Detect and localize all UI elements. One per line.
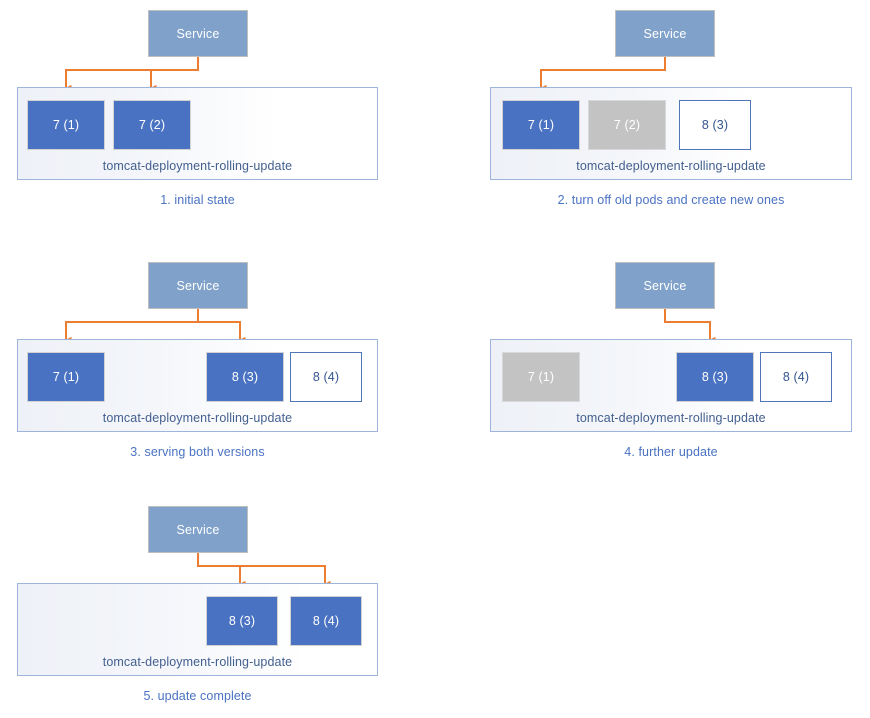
pod-7-2[interactable]: 7 (2) — [113, 100, 191, 150]
pod-7-2[interactable]: 7 (2) — [588, 100, 666, 150]
pod-7-1[interactable]: 7 (1) — [27, 100, 105, 150]
service-box[interactable]: Service — [615, 262, 715, 309]
panel-2-caption: 2. turn off old pods and create new ones — [557, 193, 785, 207]
pod-8-3[interactable]: 8 (3) — [206, 596, 278, 646]
deployment-label: tomcat-deployment-rolling-update — [102, 159, 293, 173]
pod-8-3[interactable]: 8 (3) — [679, 100, 751, 150]
service-box[interactable]: Service — [615, 10, 715, 57]
deployment-label: tomcat-deployment-rolling-update — [576, 159, 766, 173]
service-box[interactable]: Service — [148, 506, 248, 553]
pod-7-1[interactable]: 7 (1) — [502, 100, 580, 150]
deployment-label: tomcat-deployment-rolling-update — [102, 411, 293, 425]
pod-8-3[interactable]: 8 (3) — [676, 352, 754, 402]
panel-1-connector — [65, 57, 199, 92]
deployment-label: tomcat-deployment-rolling-update — [102, 655, 293, 669]
panel-3-caption: 3. serving both versions — [130, 445, 265, 459]
deployment-label: tomcat-deployment-rolling-update — [576, 411, 766, 425]
panel-4-connector — [664, 309, 716, 344]
service-box[interactable]: Service — [148, 262, 248, 309]
pod-8-4[interactable]: 8 (4) — [290, 352, 362, 402]
panel-5-connector — [197, 553, 331, 588]
panel-2-connector — [540, 57, 666, 92]
panel-5-caption: 5. update complete — [143, 689, 252, 703]
pod-8-3[interactable]: 8 (3) — [206, 352, 284, 402]
pod-7-1[interactable]: 7 (1) — [502, 352, 580, 402]
pod-8-4[interactable]: 8 (4) — [290, 596, 362, 646]
pod-7-1[interactable]: 7 (1) — [27, 352, 105, 402]
pod-8-4[interactable]: 8 (4) — [760, 352, 832, 402]
panel-1-caption: 1. initial state — [160, 193, 235, 207]
panel-3-connector — [65, 309, 246, 344]
service-box[interactable]: Service — [148, 10, 248, 57]
panel-4-caption: 4. further update — [624, 445, 718, 459]
